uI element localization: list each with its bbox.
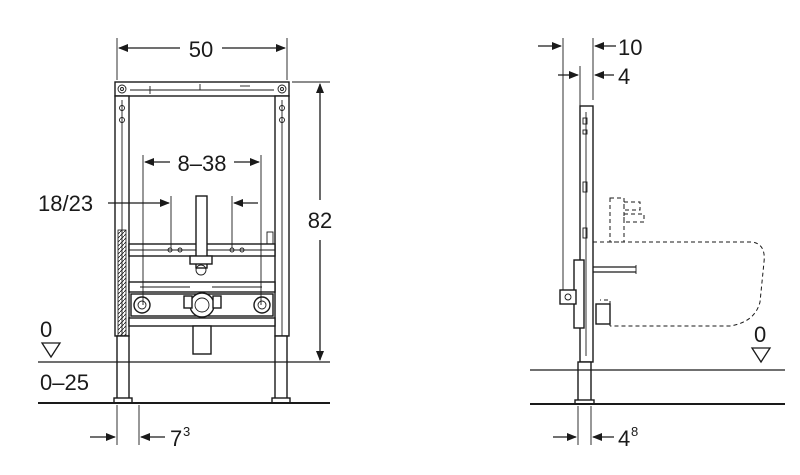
foot-superscript: 3 <box>183 424 190 439</box>
frame-depth-label: 4 <box>618 64 630 89</box>
level-marker <box>40 342 62 359</box>
bidet-outline <box>593 241 765 327</box>
side-foot-dimension: 4 8 <box>553 406 638 451</box>
side-foot-label: 4 <box>618 426 630 451</box>
depth-dimension: 10 <box>538 35 642 300</box>
outlet-label: 18/23 <box>38 191 93 216</box>
frame-depth-dimension: 4 <box>558 64 630 106</box>
side-floor-levels: 0 <box>530 322 785 405</box>
side-view: 10 4 <box>530 35 785 451</box>
supply-connections <box>593 197 645 325</box>
frame-body <box>113 81 291 404</box>
side-foot-superscript: 8 <box>631 424 638 439</box>
depth-label: 10 <box>618 35 642 60</box>
foot-dimension: 7 3 <box>90 405 190 451</box>
side-level-marker <box>750 347 772 364</box>
side-frame <box>559 105 595 405</box>
width-dimension: 50 <box>116 37 288 80</box>
side-floor-zero-label: 0 <box>754 322 766 347</box>
floor-zero-label: 0 <box>40 317 52 342</box>
front-view: 50 <box>38 37 332 451</box>
adjustment-label: 8–38 <box>178 151 227 176</box>
foot-label: 7 <box>170 426 182 451</box>
height-label: 82 <box>308 208 332 233</box>
floor-levels: 0 0–25 <box>38 317 330 404</box>
width-label: 50 <box>189 37 213 62</box>
adjustment-dimension: 8–38 <box>142 151 262 305</box>
floor-range-label: 0–25 <box>40 370 89 395</box>
outlet-dimension: 18/23 <box>38 191 258 248</box>
height-dimension: 82 <box>292 81 332 363</box>
